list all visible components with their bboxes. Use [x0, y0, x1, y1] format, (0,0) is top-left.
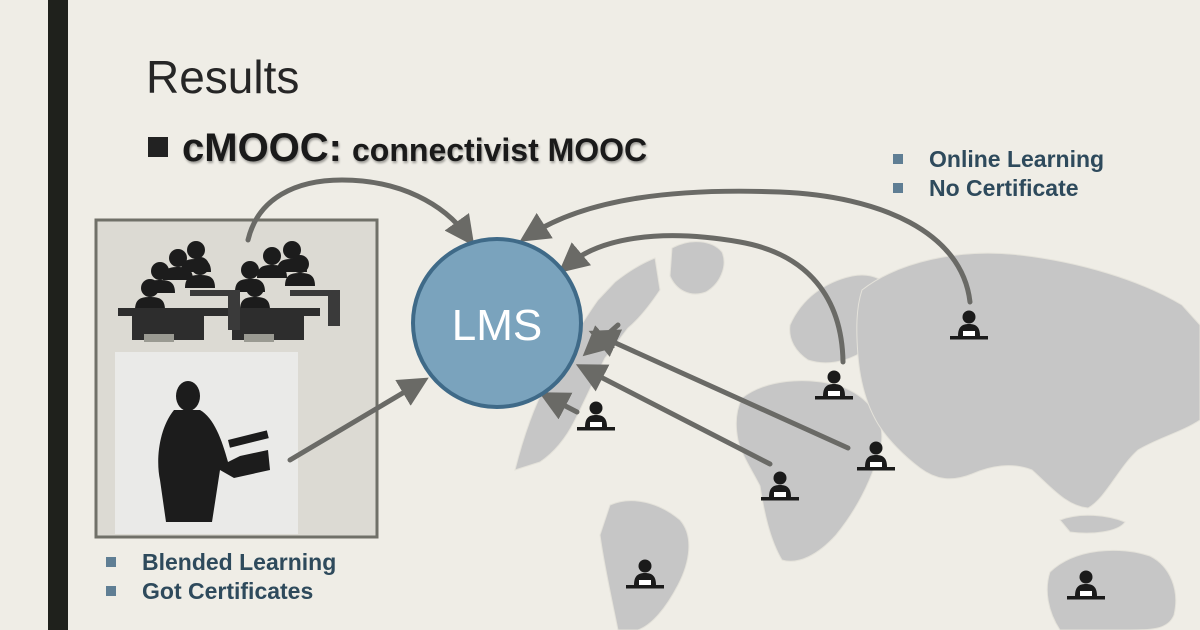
- bullet-text: No Certificate: [929, 175, 1079, 201]
- arrow-icon: [538, 392, 580, 420]
- desk-left: [118, 308, 220, 340]
- teacher-icon: [158, 381, 270, 522]
- desk-back-left: [190, 290, 240, 330]
- online-bullets: Online Learning No Certificate: [893, 145, 1104, 203]
- bullet-item: Online Learning: [893, 145, 1104, 174]
- classroom-bullets: Blended Learning Got Certificates: [106, 548, 336, 606]
- map-asia: [856, 252, 1200, 509]
- arrow-icon: [588, 329, 851, 451]
- bullet-text: Blended Learning: [142, 549, 337, 575]
- bullet-item: Blended Learning: [106, 548, 336, 577]
- desk-right: [216, 308, 320, 340]
- learner-icon: [577, 401, 615, 431]
- lms-hub: LMS: [411, 237, 583, 409]
- square-bullet-icon: [148, 137, 168, 157]
- world-map-icon: [514, 241, 1200, 630]
- map-indonesia: [1059, 514, 1126, 534]
- square-bullet-icon: [893, 154, 903, 164]
- slide-subtitle: cMOOC: connectivist MOOC: [148, 126, 647, 171]
- subtitle-main: cMOOC:: [182, 126, 342, 170]
- lms-label: LMS: [452, 301, 542, 350]
- bullet-item: No Certificate: [893, 174, 1104, 203]
- square-bullet-icon: [893, 183, 903, 193]
- map-greenland: [669, 241, 725, 295]
- lms-circle: [411, 237, 583, 409]
- subtitle-detail: connectivist MOOC: [352, 132, 648, 168]
- arrow-icon: [287, 377, 429, 463]
- map-australia: [1046, 549, 1177, 630]
- connection-arrows: [245, 177, 973, 467]
- arrow-icon: [582, 322, 621, 357]
- square-bullet-icon: [106, 557, 116, 567]
- desk-back-right: [290, 290, 340, 326]
- arrow-icon: [519, 188, 973, 305]
- classroom-icon: [118, 241, 340, 342]
- classroom-image: [94, 218, 379, 539]
- bullet-text: Got Certificates: [142, 578, 314, 604]
- arrow-icon: [558, 233, 846, 365]
- arrow-icon: [245, 177, 475, 247]
- arrow-icon: [575, 364, 773, 467]
- bullet-item: Got Certificates: [106, 577, 336, 606]
- left-accent-bar: [48, 0, 68, 630]
- bullet-text: Online Learning: [929, 146, 1105, 172]
- slide-title: Results: [146, 51, 300, 103]
- square-bullet-icon: [106, 586, 116, 596]
